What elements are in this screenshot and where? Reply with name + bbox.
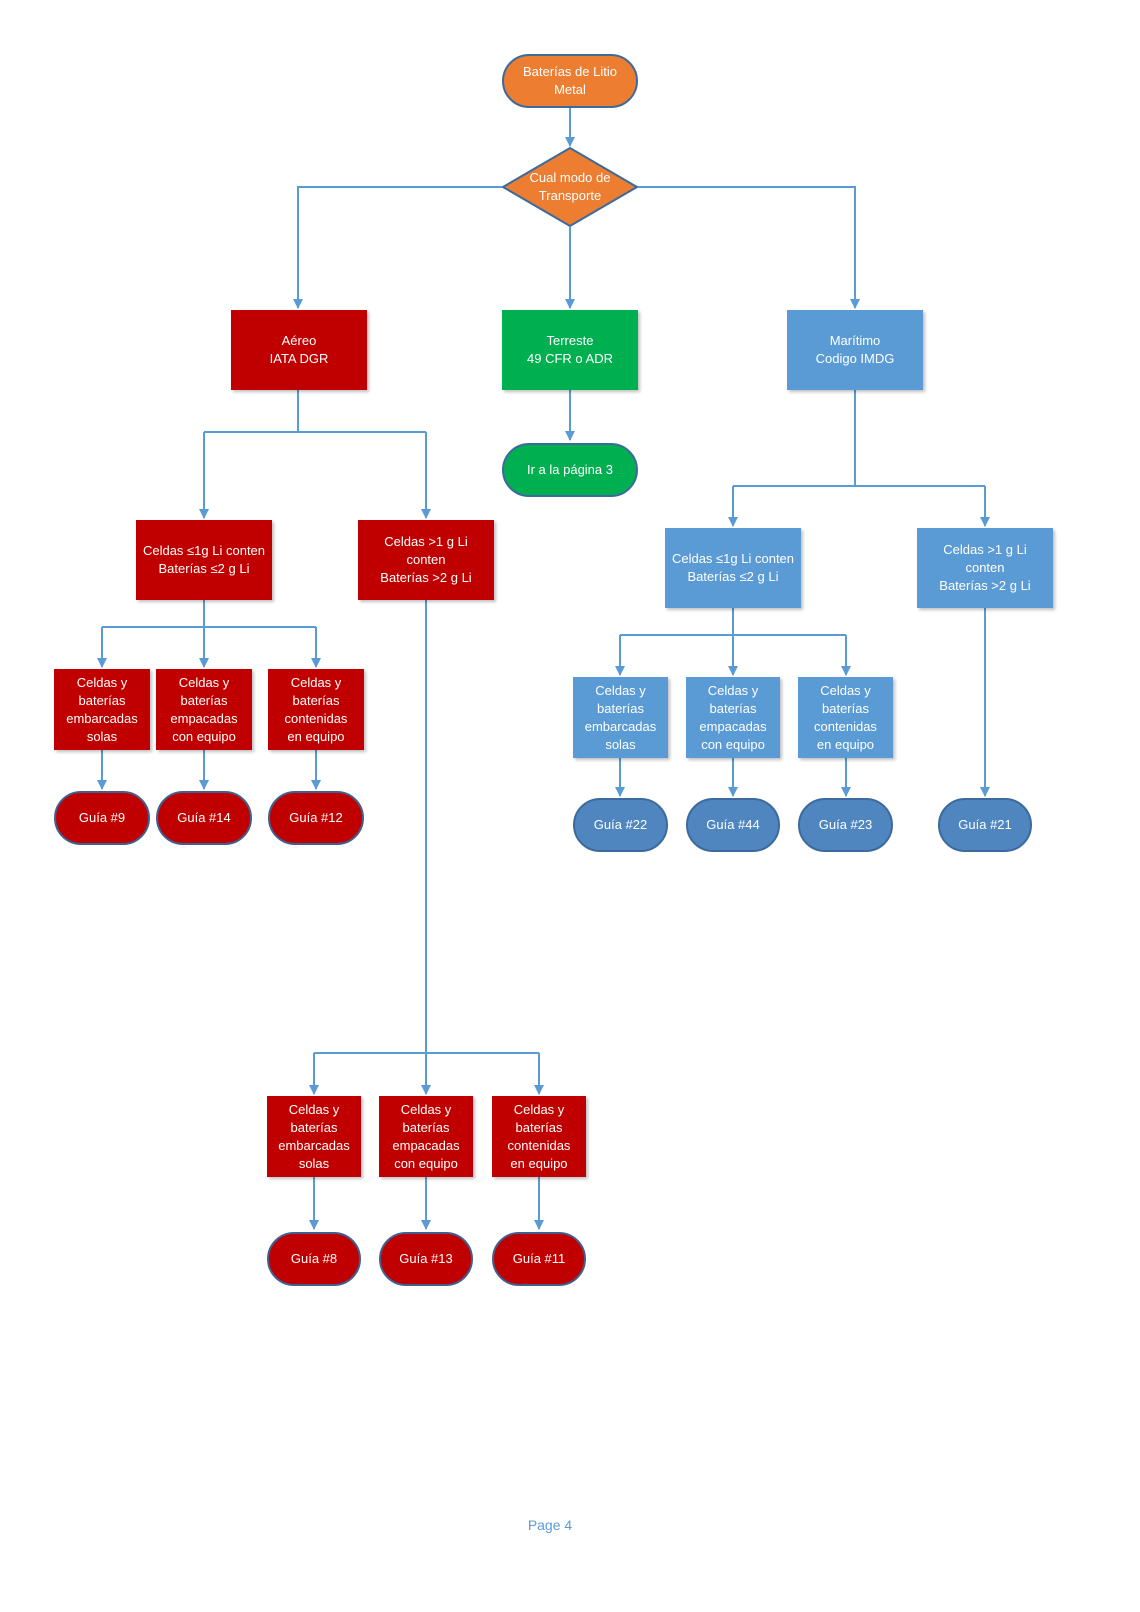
transport-mode-decision: Cual modo de Transporte (502, 147, 638, 227)
ground-mode-box: Terreste 49 CFR o ADR (502, 310, 638, 390)
guide-14-terminator: Guía #14 (156, 791, 252, 845)
sea-small-type-packed: Celdas y baterías empacadas con equipo (686, 677, 780, 758)
air-mode-box: Aéreo IATA DGR (231, 310, 367, 390)
guide-13-terminator: Guía #13 (379, 1232, 473, 1286)
air-small-type-packed: Celdas y baterías empacadas con equipo (156, 669, 252, 750)
air-small-lithium-box: Celdas ≤1g Li conten Baterías ≤2 g Li (136, 520, 272, 600)
guide-12-terminator: Guía #12 (268, 791, 364, 845)
sea-small-lithium-box: Celdas ≤1g Li conten Baterías ≤2 g Li (665, 528, 801, 608)
start-terminator: Baterías de Litio Metal (502, 54, 638, 108)
air-large-lithium-box: Celdas >1 g Li conten Baterías >2 g Li (358, 520, 494, 600)
guide-9-terminator: Guía #9 (54, 791, 150, 845)
guide-23-terminator: Guía #23 (798, 798, 893, 852)
guide-44-terminator: Guía #44 (686, 798, 780, 852)
guide-11-terminator: Guía #11 (492, 1232, 586, 1286)
sea-small-type-contained: Celdas y baterías contenidas en equipo (798, 677, 893, 758)
air-large-type-alone: Celdas y baterías embarcadas solas (267, 1096, 361, 1177)
ground-next-page-terminator: Ir a la página 3 (502, 443, 638, 497)
sea-small-type-alone: Celdas y baterías embarcadas solas (573, 677, 668, 758)
air-large-type-contained: Celdas y baterías contenidas en equipo (492, 1096, 586, 1177)
guide-22-terminator: Guía #22 (573, 798, 668, 852)
decision-diamond-shape (502, 147, 638, 227)
air-large-type-packed: Celdas y baterías empacadas con equipo (379, 1096, 473, 1177)
sea-large-lithium-box: Celdas >1 g Li conten Baterías >2 g Li (917, 528, 1053, 608)
page-number: Page 4 (527, 1517, 573, 1533)
guide-21-terminator: Guía #21 (938, 798, 1032, 852)
decision-label: Cual modo de Transporte (529, 170, 611, 203)
sea-mode-box: Marítimo Codigo IMDG (787, 310, 923, 390)
air-small-type-contained: Celdas y baterías contenidas en equipo (268, 669, 364, 750)
guide-8-terminator: Guía #8 (267, 1232, 361, 1286)
air-small-type-alone: Celdas y baterías embarcadas solas (54, 669, 150, 750)
